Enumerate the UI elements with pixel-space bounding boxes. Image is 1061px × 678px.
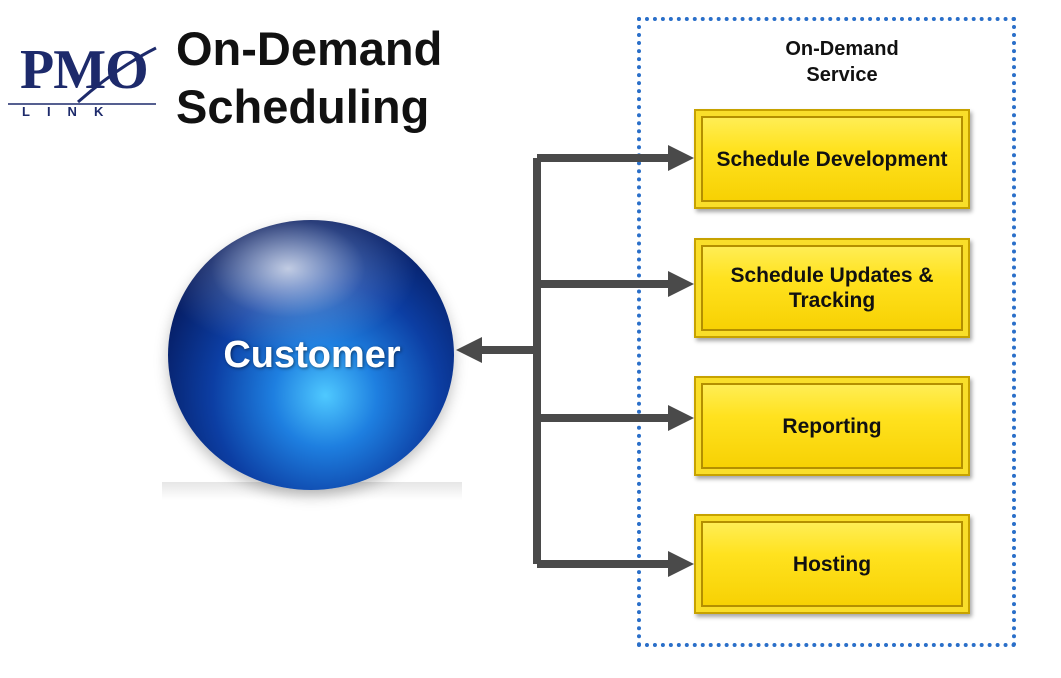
service-box-hosting: Hosting: [694, 514, 970, 614]
title-line-2: Scheduling: [176, 80, 430, 133]
customer-node: Customer: [162, 220, 462, 500]
pmo-link-logo: PMO LINK: [8, 40, 158, 130]
on-demand-service-panel: [637, 17, 1016, 647]
service-label: Reporting: [782, 414, 882, 438]
service-box-reporting: Reporting: [694, 376, 970, 476]
arrowhead-reporting-icon: [668, 405, 694, 431]
customer-label: Customer: [223, 334, 401, 376]
panel-title-line-1: On-Demand: [785, 38, 899, 60]
logo-main-text: PMO: [20, 39, 149, 101]
arrowhead-schedule-development-icon: [668, 145, 694, 171]
arrowhead-customer-icon: [456, 337, 482, 363]
page-title: On-Demand Scheduling: [176, 20, 442, 136]
panel-title-line-2: Service: [806, 64, 878, 86]
customer-sphere-icon: [168, 220, 454, 490]
panel-title: On-Demand Service: [737, 36, 947, 88]
service-box-schedule-updates-tracking: Schedule Updates & Tracking: [694, 238, 970, 338]
logo-sub-text: LINK: [22, 104, 121, 119]
title-line-1: On-Demand: [176, 22, 443, 75]
arrowhead-hosting-icon: [668, 551, 694, 577]
service-label: Schedule Updates & Tracking: [730, 264, 934, 312]
sphere-floor-shadow: [162, 482, 462, 500]
arrowhead-schedule-updates-icon: [668, 271, 694, 297]
logo-swoosh-icon: [8, 46, 157, 105]
service-label: Hosting: [792, 552, 872, 576]
service-box-schedule-development: Schedule Development: [694, 109, 970, 209]
service-label: Schedule Development: [716, 147, 948, 171]
